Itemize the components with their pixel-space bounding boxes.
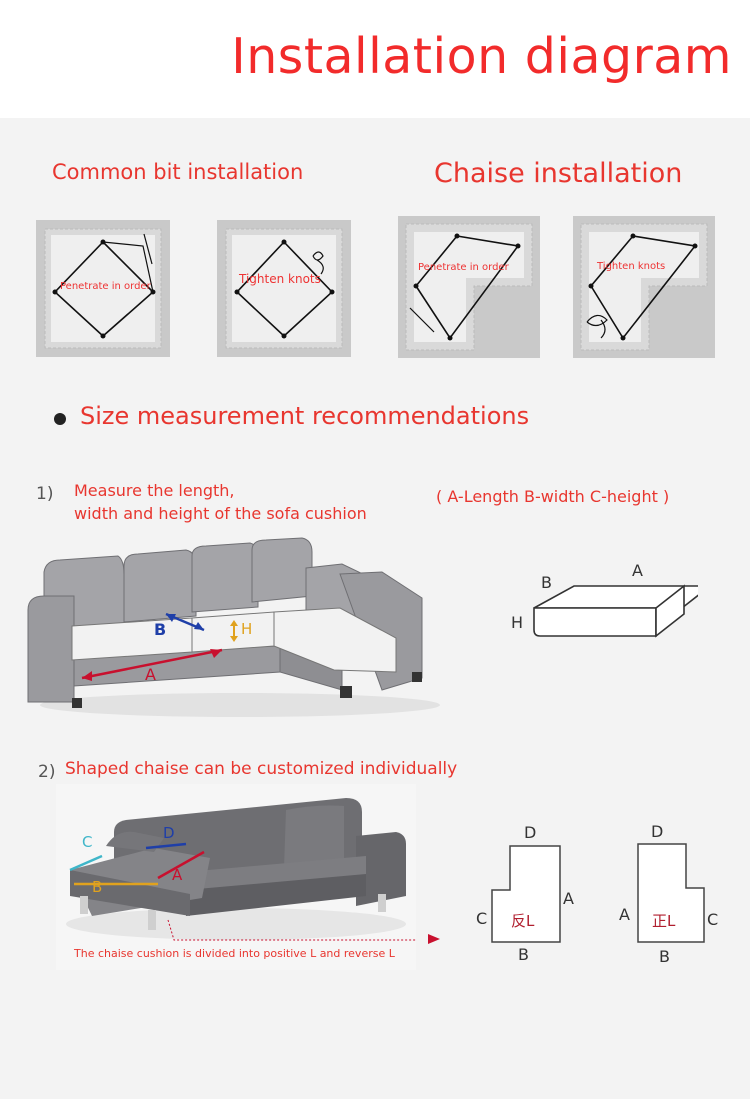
step1-line2: width and height of the sofa cushion xyxy=(74,504,367,523)
panel-chaise-tighten-drawing xyxy=(573,216,715,358)
positive-label-b: B xyxy=(659,947,670,966)
positive-l-shape xyxy=(637,843,705,943)
chaise-label-b: B xyxy=(92,878,103,896)
chaise-note: The chaise cushion is divided into posit… xyxy=(74,947,395,960)
positive-label-c: C xyxy=(707,910,719,929)
positive-label-a: A xyxy=(619,905,630,924)
cushion-label-b: B xyxy=(541,573,552,592)
sofa-measure-illustration xyxy=(27,537,440,717)
positive-l-name: 正L xyxy=(652,912,676,930)
sofa-label-b: B xyxy=(154,620,167,639)
reverse-l-shape xyxy=(491,845,561,943)
step2-text: Shaped chaise can be customized individu… xyxy=(65,759,458,779)
step1-line1: Measure the length, xyxy=(74,481,235,500)
sofa-label-a: A xyxy=(145,665,156,684)
reverse-label-c: C xyxy=(476,909,488,928)
chaise-installation-title: Chaise installation xyxy=(434,158,683,189)
arrow-right-icon xyxy=(428,934,440,944)
panel-chaise-penetrate-drawing xyxy=(398,216,540,358)
reverse-label-a: A xyxy=(563,889,574,908)
step2-number: 2) xyxy=(38,762,56,782)
chaise-sofa-photo xyxy=(56,784,432,970)
positive-label-d: D xyxy=(651,822,664,841)
panel-common-tighten: Tighten knots xyxy=(217,220,351,357)
step1-number: 1) xyxy=(36,484,54,504)
reverse-label-b: B xyxy=(518,945,529,964)
panel-common-tighten-drawing xyxy=(217,220,351,357)
cushion-label-a: A xyxy=(632,561,643,580)
panel-label: Penetrate in order xyxy=(418,262,509,273)
chaise-label-c: C xyxy=(82,833,93,851)
panel-label: Tighten knots xyxy=(239,272,321,286)
common-installation-title: Common bit installation xyxy=(52,160,304,184)
cushion-block-illustration xyxy=(533,584,698,638)
chaise-label-a: A xyxy=(172,866,183,884)
chaise-label-d: D xyxy=(163,824,175,842)
sofa-label-h: H xyxy=(241,620,253,638)
step1-legend: ( A-Length B-width C-height ) xyxy=(436,487,670,506)
size-heading: Size measurement recommendations xyxy=(80,402,530,430)
panel-common-penetrate-drawing xyxy=(36,220,170,357)
chaise-sofa-drawing xyxy=(56,784,432,970)
panel-label: Penetrate in order xyxy=(60,281,151,292)
reverse-l-name: 反L xyxy=(511,912,535,930)
reverse-label-d: D xyxy=(524,823,537,842)
cushion-label-h: H xyxy=(511,613,524,632)
panel-label: Tighten knots xyxy=(597,261,666,272)
bullet-icon xyxy=(54,413,66,425)
panel-common-penetrate: Penetrate in order xyxy=(36,220,170,357)
header-band: Installation diagram xyxy=(0,0,750,118)
panel-chaise-tighten: Tighten knots xyxy=(573,216,715,358)
panel-chaise-penetrate: Penetrate in order xyxy=(398,216,540,358)
page-title: Installation diagram xyxy=(231,28,732,85)
